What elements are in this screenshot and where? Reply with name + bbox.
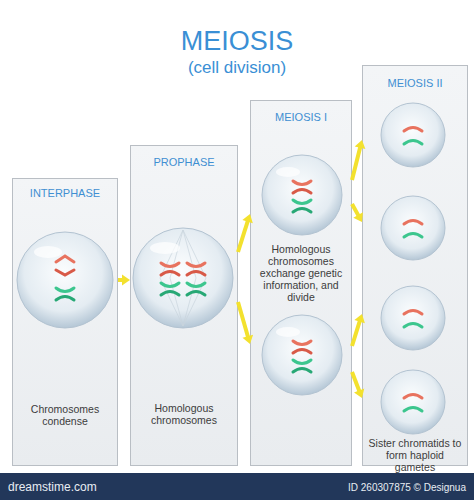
stage-description: Homologous chromosomes exchange genetic … xyxy=(255,243,347,303)
diagram-title: MEIOSIS xyxy=(0,26,474,56)
subtitle: (cell division) xyxy=(0,58,474,78)
arrow-shaft xyxy=(118,278,123,282)
stage-heading: MEIOSIS I xyxy=(253,111,349,124)
watermark: dreamstime.com xyxy=(8,480,158,495)
image-id: ID 260307875 © Designua xyxy=(250,481,466,494)
stage-description: Chromosomes condense xyxy=(17,403,113,427)
stage-arrow xyxy=(118,275,130,286)
stage-heading: INTERPHASE xyxy=(15,187,115,200)
arrow-shaft xyxy=(238,302,248,337)
stage-description: Homologous chromosomes xyxy=(135,402,233,426)
stage-panel: MEIOSIS I Homologous chromosomes exchange… xyxy=(250,100,352,466)
arrow-shaft xyxy=(352,321,360,346)
stage-heading: PROPHASE xyxy=(133,156,235,169)
stage-panel: INTERPHASE Chromosomes condense xyxy=(12,178,118,466)
stage-panel: PROPHASE Homologous chromosomes xyxy=(130,145,238,466)
arrow-shaft xyxy=(238,221,248,252)
stage-heading: MEIOSIS II xyxy=(365,77,465,90)
arrow-shaft xyxy=(352,372,359,391)
arrow-shaft xyxy=(352,147,360,180)
arrow-shaft xyxy=(352,204,359,216)
stage-panel: MEIOSIS IISister chromatids to form hapl… xyxy=(362,65,468,466)
arrow-head xyxy=(122,275,130,286)
stage-description: Sister chromatids to form haploid gamete… xyxy=(367,437,463,473)
